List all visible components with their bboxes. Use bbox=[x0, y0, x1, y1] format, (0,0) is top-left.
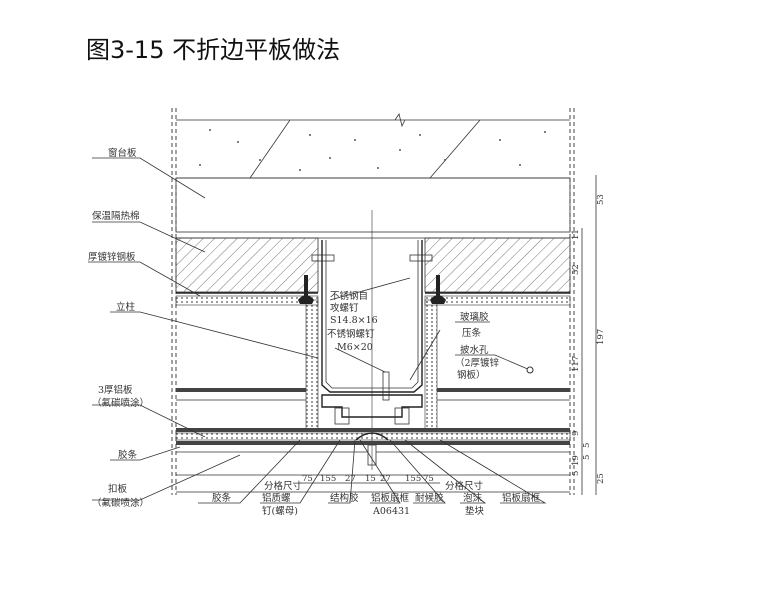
dimension-label: 117 bbox=[571, 356, 581, 372]
label-sill-board: 窗台板 bbox=[108, 147, 137, 159]
label-screw-1: 不锈钢自 bbox=[330, 290, 368, 302]
label-structural-sealant: 结构胶 bbox=[330, 492, 359, 504]
dimension-label: 25 bbox=[596, 473, 606, 484]
dimension-label: 5 bbox=[571, 471, 581, 476]
mullion bbox=[298, 210, 446, 470]
label-weather-sealant: 耐候胶 bbox=[415, 492, 444, 504]
label-line: A06431 bbox=[372, 506, 410, 517]
sill-board bbox=[175, 177, 571, 233]
label-line: 钢板） bbox=[457, 369, 486, 381]
label-mullion: 立柱 bbox=[116, 301, 136, 313]
label-frame-right: 铝板扇框 bbox=[502, 492, 541, 504]
label-pressure-strip: 压条 bbox=[462, 327, 482, 339]
concrete-wall bbox=[176, 113, 570, 179]
label-foam: 泡沫 bbox=[463, 492, 483, 504]
label-line: （2厚镀锌 bbox=[455, 357, 500, 369]
aluminum-panels bbox=[175, 388, 571, 476]
label-cover-board: 扣板 bbox=[108, 483, 128, 495]
label-line: M6×20 bbox=[337, 342, 373, 353]
insulation-right bbox=[424, 237, 571, 293]
label-alu-panel: 3厚铝板 bbox=[98, 384, 133, 396]
right-dimensions: 53 11 52 197 117 9 5 5 19 5 25 bbox=[571, 175, 606, 495]
figure-title: 图3-15 不折边平板做法 bbox=[86, 36, 341, 64]
label-line: （氟碳喷涂） bbox=[92, 397, 149, 409]
label-line: （氟碳喷涂） bbox=[92, 497, 149, 509]
dimension-label: 52 bbox=[571, 264, 581, 275]
labels: 窗台板 保温隔热棉 厚镀锌钢板 立柱 3厚铝板 （氟碳喷涂） 胶条 扣板 （氟碳… bbox=[88, 147, 541, 517]
dimension-label: 53 bbox=[596, 194, 606, 205]
label-frame: 铝板扇框 bbox=[371, 492, 410, 504]
dimension-label: 9 bbox=[571, 431, 581, 436]
drain-hole-icon bbox=[526, 366, 534, 374]
label-line: 钉(螺母) bbox=[262, 506, 298, 517]
dimension-label: 19 bbox=[571, 455, 581, 466]
bottom-dimensions: 75 155 27 15 27 155 75 bbox=[176, 474, 570, 493]
dimension-label: 27 bbox=[345, 474, 356, 484]
dimension-label: 5 bbox=[582, 455, 592, 460]
label-line: S14.8×16 bbox=[330, 315, 378, 326]
label-line: 垫块 bbox=[465, 505, 485, 517]
leader-lines bbox=[88, 157, 547, 504]
dimension-label: 27 bbox=[380, 474, 391, 484]
dimension-label: 155 bbox=[405, 474, 421, 484]
dimension-label: 197 bbox=[596, 329, 606, 345]
label-gasket: 胶条 bbox=[118, 449, 138, 461]
label-gasket-bottom: 胶条 bbox=[212, 492, 232, 504]
insulation-left bbox=[175, 237, 319, 293]
dimension-label: 155 bbox=[320, 474, 336, 484]
label-grid-right: 分格尺寸 bbox=[445, 480, 484, 492]
dimension-label: 15 bbox=[365, 474, 376, 484]
label-rivet: 铝质螺 bbox=[262, 492, 291, 504]
label-grid-left: 分格尺寸 bbox=[264, 480, 303, 492]
label-drain-hole: 披水孔 bbox=[460, 344, 489, 356]
dimension-label: 75 bbox=[423, 474, 434, 484]
dimension-label: 11 bbox=[571, 229, 581, 240]
label-galv-steel: 厚镀锌钢板 bbox=[88, 251, 136, 263]
label-insulation: 保温隔热棉 bbox=[92, 210, 140, 222]
label-glass-sealant: 玻璃胶 bbox=[460, 311, 489, 323]
label-screw-2: 不锈钢螺钉 bbox=[327, 328, 375, 340]
dimension-label: 5 bbox=[582, 443, 592, 448]
label-line: 攻螺钉 bbox=[330, 302, 359, 314]
dimension-label: 75 bbox=[302, 474, 313, 484]
